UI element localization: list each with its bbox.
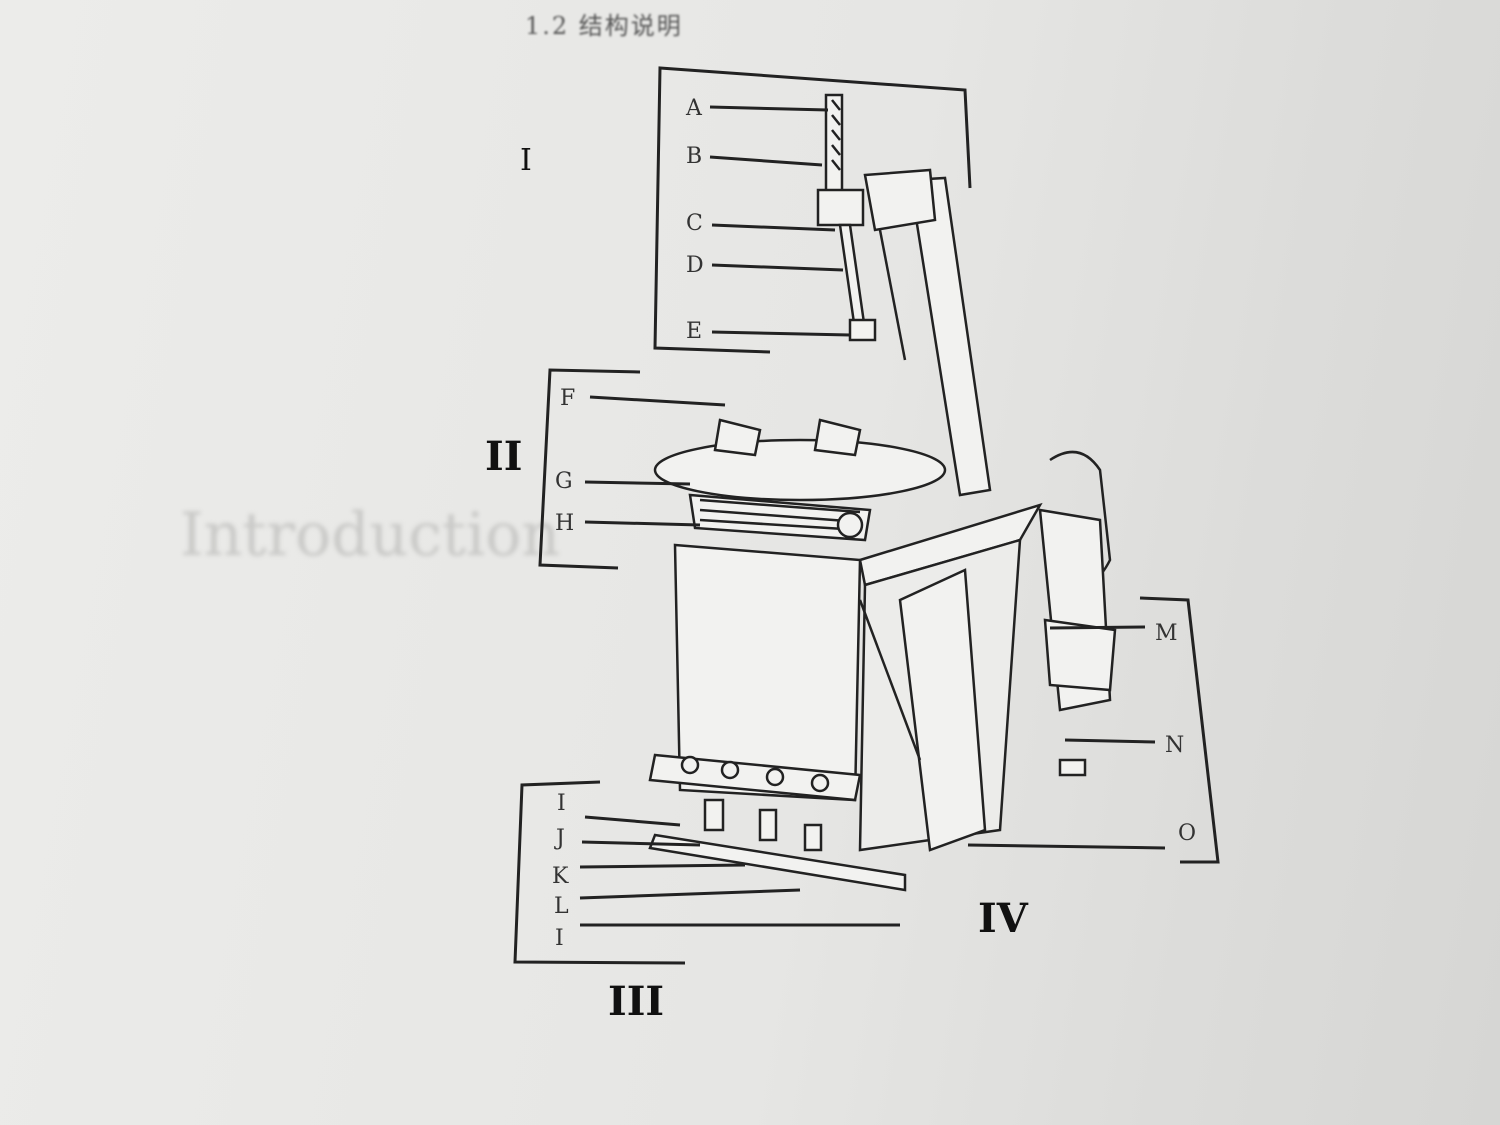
label-L: L (554, 894, 569, 919)
leader-lines (579, 105, 1156, 927)
bracket-group-I (653, 66, 972, 354)
machine-illustration (648, 93, 1117, 892)
group-label-II: II (485, 433, 522, 480)
label-D: D (686, 253, 704, 278)
group-label-III: III (608, 978, 664, 1025)
label-C: C (686, 211, 703, 236)
bracket-group-III (513, 780, 686, 965)
label-N: N (1165, 733, 1184, 758)
label-F: F (560, 386, 575, 411)
show-through-text: Introduction (180, 500, 560, 570)
label-E: E (686, 319, 702, 344)
label-J: J (554, 826, 565, 851)
label-K: K (552, 864, 569, 889)
label-A: A (685, 96, 703, 121)
label-I-lower: I (555, 926, 564, 951)
label-H: H (555, 511, 574, 536)
label-G: G (555, 469, 573, 494)
label-O: O (1178, 821, 1196, 846)
label-B: B (686, 144, 702, 169)
bracket-group-II (538, 368, 641, 570)
label-I: I (557, 791, 566, 816)
group-label-I: I (520, 143, 532, 178)
label-M: M (1155, 621, 1178, 646)
bracket-group-IV (1139, 596, 1220, 864)
section-heading: 1.2 结构说明 (525, 12, 683, 40)
group-label-IV: IV (978, 895, 1029, 942)
